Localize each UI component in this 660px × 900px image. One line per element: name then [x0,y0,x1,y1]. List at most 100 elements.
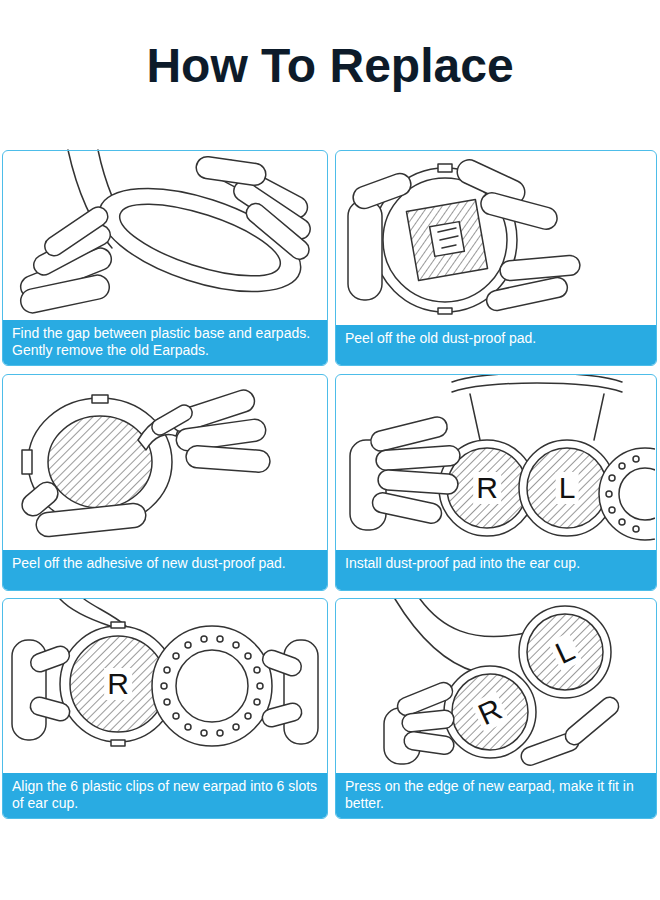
caption-bar: Press on the edge of new earpad, make it… [336,773,656,818]
peel-adhesive-illustration [185,445,270,473]
title: How To Replace [0,40,660,93]
align-clips-illustration [60,599,110,626]
align-clips-illustration [164,667,170,673]
step-panel: Find the gap between plastic base and ea… [2,150,328,366]
peel-adhesive-illustration [149,402,195,438]
press-earpad-illustration [420,599,530,637]
step-panel: Peel off the old dust-proof pad. [335,150,657,366]
press-earpad-illustration [452,674,528,750]
press-earpad-illustration [444,666,536,758]
step-caption: Press on the edge of new earpad, make it… [345,778,647,812]
install-pad-illustration [350,375,655,540]
peel-adhesive-illustration [18,387,271,537]
align-clips-illustration [161,683,167,689]
install-pad-illustration [452,375,622,382]
align-clips-illustration [152,626,272,746]
peel-old-pad-illustration [430,222,465,257]
peel-old-pad-illustration [438,164,452,172]
remove-earpad-illustration [195,155,267,187]
align-clips-illustration [257,683,263,689]
press-earpad-illustration [527,614,603,690]
align-clips-illustration [111,740,125,746]
caption-bar: Find the gap between plastic base and ea… [3,320,327,365]
align-clips-illustration [28,695,71,723]
install-pad-illustration [606,491,612,497]
align-clips-illustration [260,701,303,729]
align-clips-illustration [254,699,260,705]
peel-old-pad-illustration [499,255,580,282]
caption-bar: Align the 6 plastic clips of new earpad … [3,773,327,818]
illustration-part [12,150,660,768]
peel-old-pad-illustration [438,228,458,248]
peel-adhesive-illustration [92,395,108,403]
side-letter: L [556,472,579,504]
remove-earpad-illustration [17,150,314,315]
align-clips-illustration [233,642,239,648]
caption-bar: Peel off the adhesive of new dust-proof … [3,550,327,590]
side-letter: R [473,472,501,504]
side-letter: R [104,668,132,700]
peel-old-pad-illustration [350,170,414,211]
step-caption: Align the 6 plastic clips of new earpad … [12,778,318,812]
align-clips-illustration [201,636,207,642]
align-clips-illustration [185,642,191,648]
peel-old-pad-illustration [406,199,487,280]
install-pad-illustration [375,445,460,471]
step-panel: Peel off the adhesive of new dust-proof … [2,374,328,591]
align-clips-illustration [185,724,191,730]
align-clips-illustration [233,724,239,730]
remove-earpad-illustration [41,203,111,259]
install-pad-illustration [377,469,458,495]
install-pad-illustration [527,448,607,528]
align-clips-illustration [260,648,304,679]
align-clips-illustration [217,730,223,736]
peel-old-pad-illustration [438,308,452,314]
align-clips-illustration [254,667,260,673]
install-pad-illustration [633,456,639,462]
install-pad-illustration [470,394,604,440]
press-earpad-illustration [519,606,611,698]
install-pad-illustration [619,463,625,469]
install-pad-illustration [619,519,625,525]
caption-bar: Peel off the old dust-proof pad. [336,325,656,365]
remove-earpad-illustration [242,200,312,263]
align-clips-illustration [164,699,170,705]
step-caption: Find the gap between plastic base and ea… [12,325,318,359]
align-clips-illustration [245,653,251,659]
install-pad-illustration [619,468,655,520]
install-pad-illustration [609,475,615,481]
align-clips-illustration [245,713,251,719]
align-clips-illustration [111,622,125,628]
press-earpad-illustration [401,709,455,732]
install-pad-illustration [609,507,615,513]
align-clips-illustration [173,713,179,719]
peel-adhesive-illustration [22,450,32,474]
align-clips-illustration [28,644,72,675]
peel-adhesive-illustration [35,502,147,537]
align-clips-illustration [201,730,207,736]
align-clips-illustration [217,636,223,642]
step-caption: Install dust-proof pad into the ear cup. [345,555,647,572]
align-clips-illustration [176,650,248,722]
peel-old-pad-illustration [348,156,581,314]
press-earpad-illustration [395,599,476,672]
install-pad-illustration [599,448,655,540]
peel-adhesive-illustration [18,478,63,521]
peel-old-pad-illustration [485,276,569,313]
caption-bar: Install dust-proof pad into the ear cup. [336,550,656,590]
align-clips-illustration [173,653,179,659]
install-pad-illustration [452,383,622,392]
step-caption: Peel off the adhesive of new dust-proof … [12,555,318,572]
peel-adhesive-illustration [48,416,152,508]
step-panel: Align the 6 plastic clips of new earpad … [2,598,328,819]
install-pad-illustration [633,526,639,532]
step-caption: Peel off the old dust-proof pad. [345,330,647,347]
align-clips-illustration [12,599,318,746]
install-pad-illustration [371,491,444,525]
press-earpad-illustration [384,599,622,768]
press-earpad-illustration [562,694,623,749]
peel-old-pad-illustration [348,200,382,300]
